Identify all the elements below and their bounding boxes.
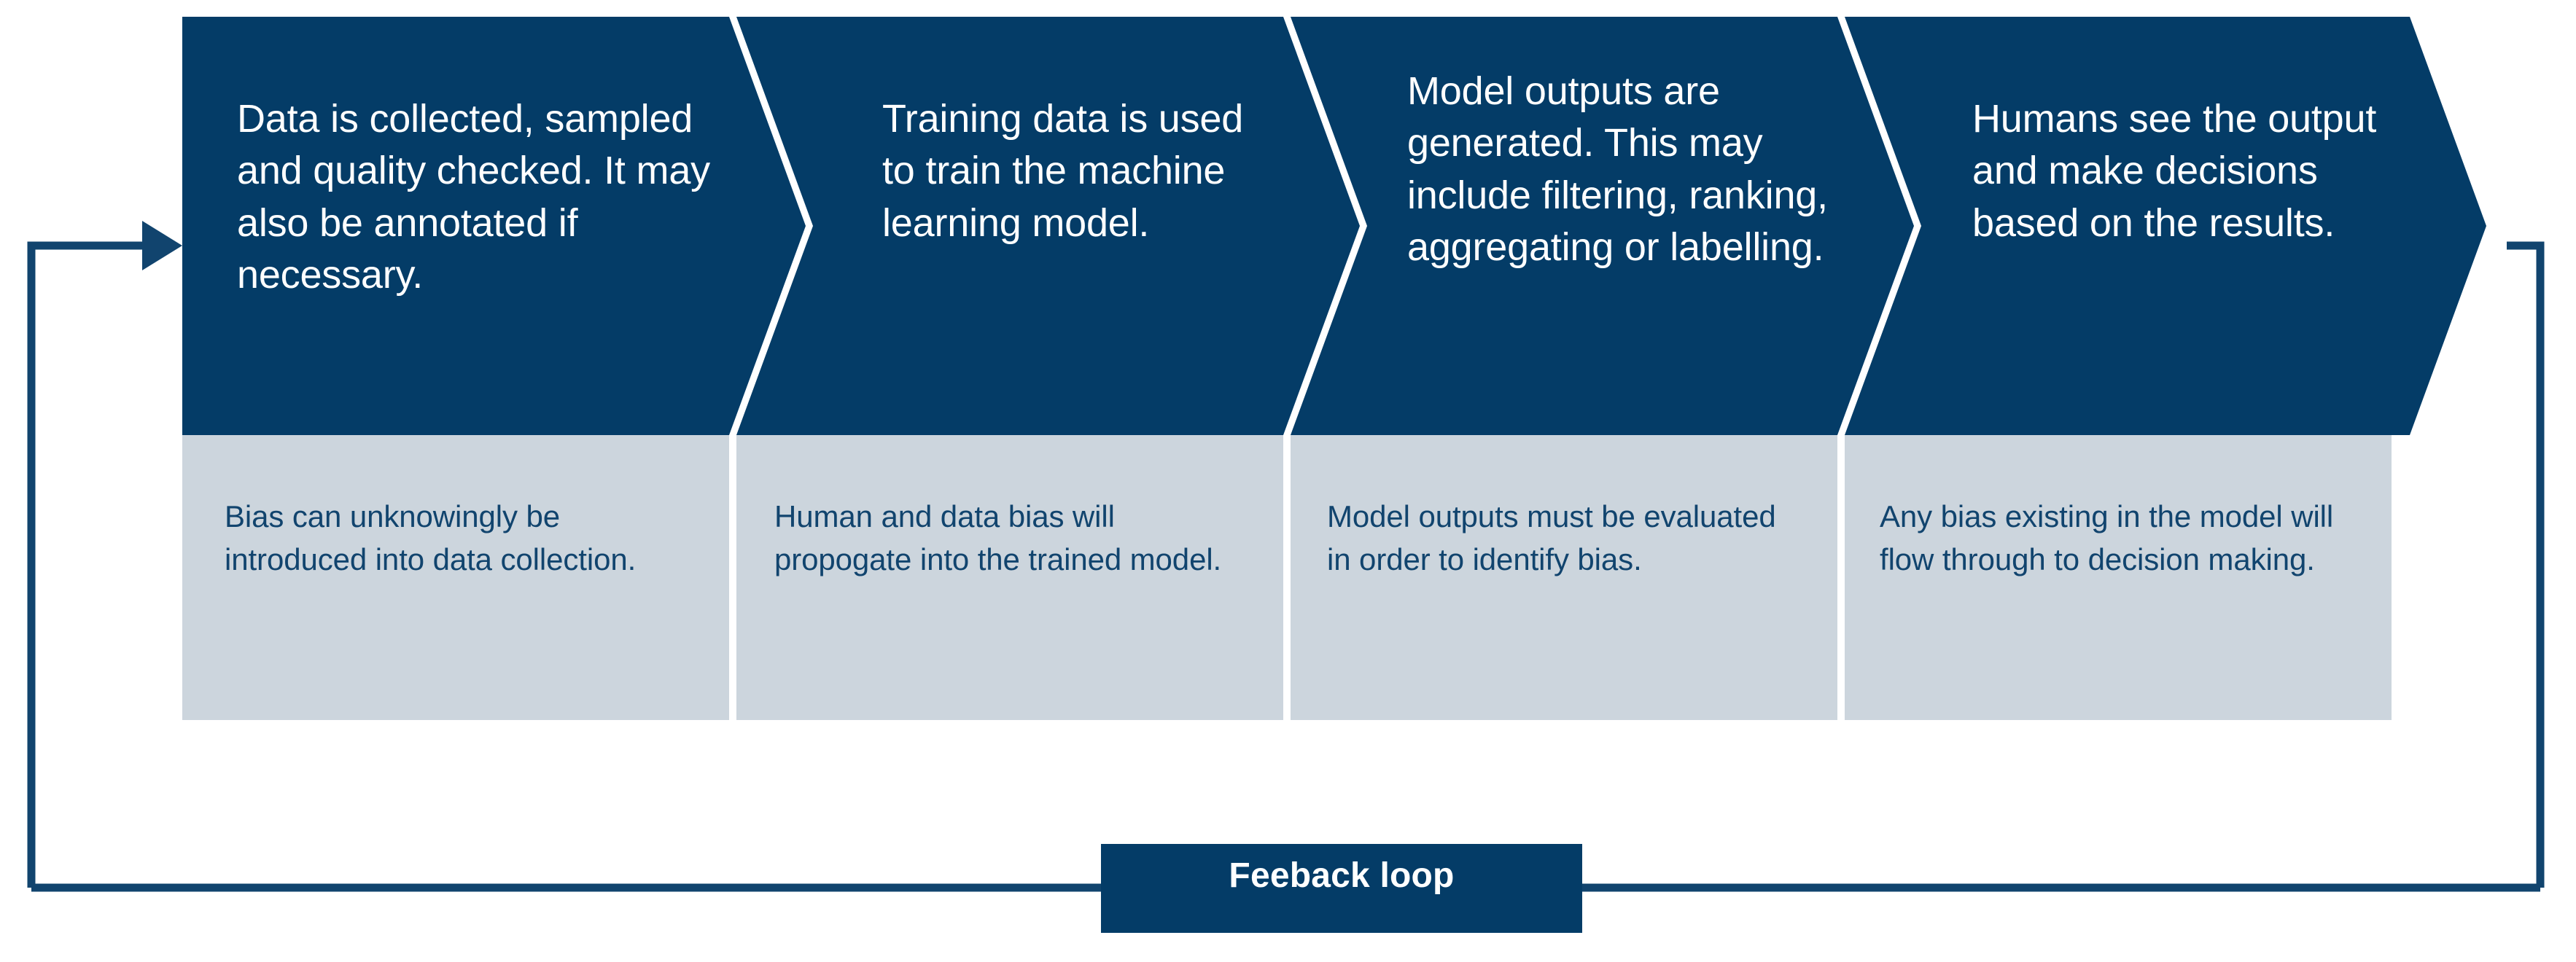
feedback-loop-arrowhead-icon	[142, 221, 182, 270]
note-panel-step-3[interactable]	[1291, 435, 1837, 720]
step-1-note: Bias can unknowingly be introduced into …	[225, 499, 637, 576]
feedback-loop-right-segment	[2507, 241, 2545, 888]
step-4-title: Humans see the output and make decisions…	[1972, 97, 2377, 245]
note-panel-step-4[interactable]	[1845, 435, 2392, 720]
note-panel-step-2[interactable]	[736, 435, 1283, 720]
feedback-loop-label-box[interactable]	[1101, 844, 1582, 933]
note-panel-step-1[interactable]	[182, 435, 729, 720]
step-2-title: Training data is used to train the machi…	[882, 97, 1244, 245]
chevron-step-3[interactable]	[1291, 17, 1914, 435]
step-2-note: Human and data bias will propogate into …	[774, 499, 1222, 576]
step-4-note: Any bias existing in the model will flow…	[1880, 499, 2334, 576]
feedback-loop-label: Feeback loop	[1229, 856, 1455, 895]
chevron-step-1[interactable]	[182, 17, 806, 435]
feedback-loop-left-segment	[27, 241, 142, 888]
step-3-title: Model outputs are generated. This may in…	[1407, 69, 1828, 269]
step-1-title: Data is collected, sampled and quality c…	[237, 97, 710, 297]
step-3-note: Model outputs must be evaluated in order…	[1327, 499, 1776, 576]
chevron-step-2[interactable]	[736, 17, 1360, 435]
chevron-step-4[interactable]	[1845, 17, 2486, 435]
